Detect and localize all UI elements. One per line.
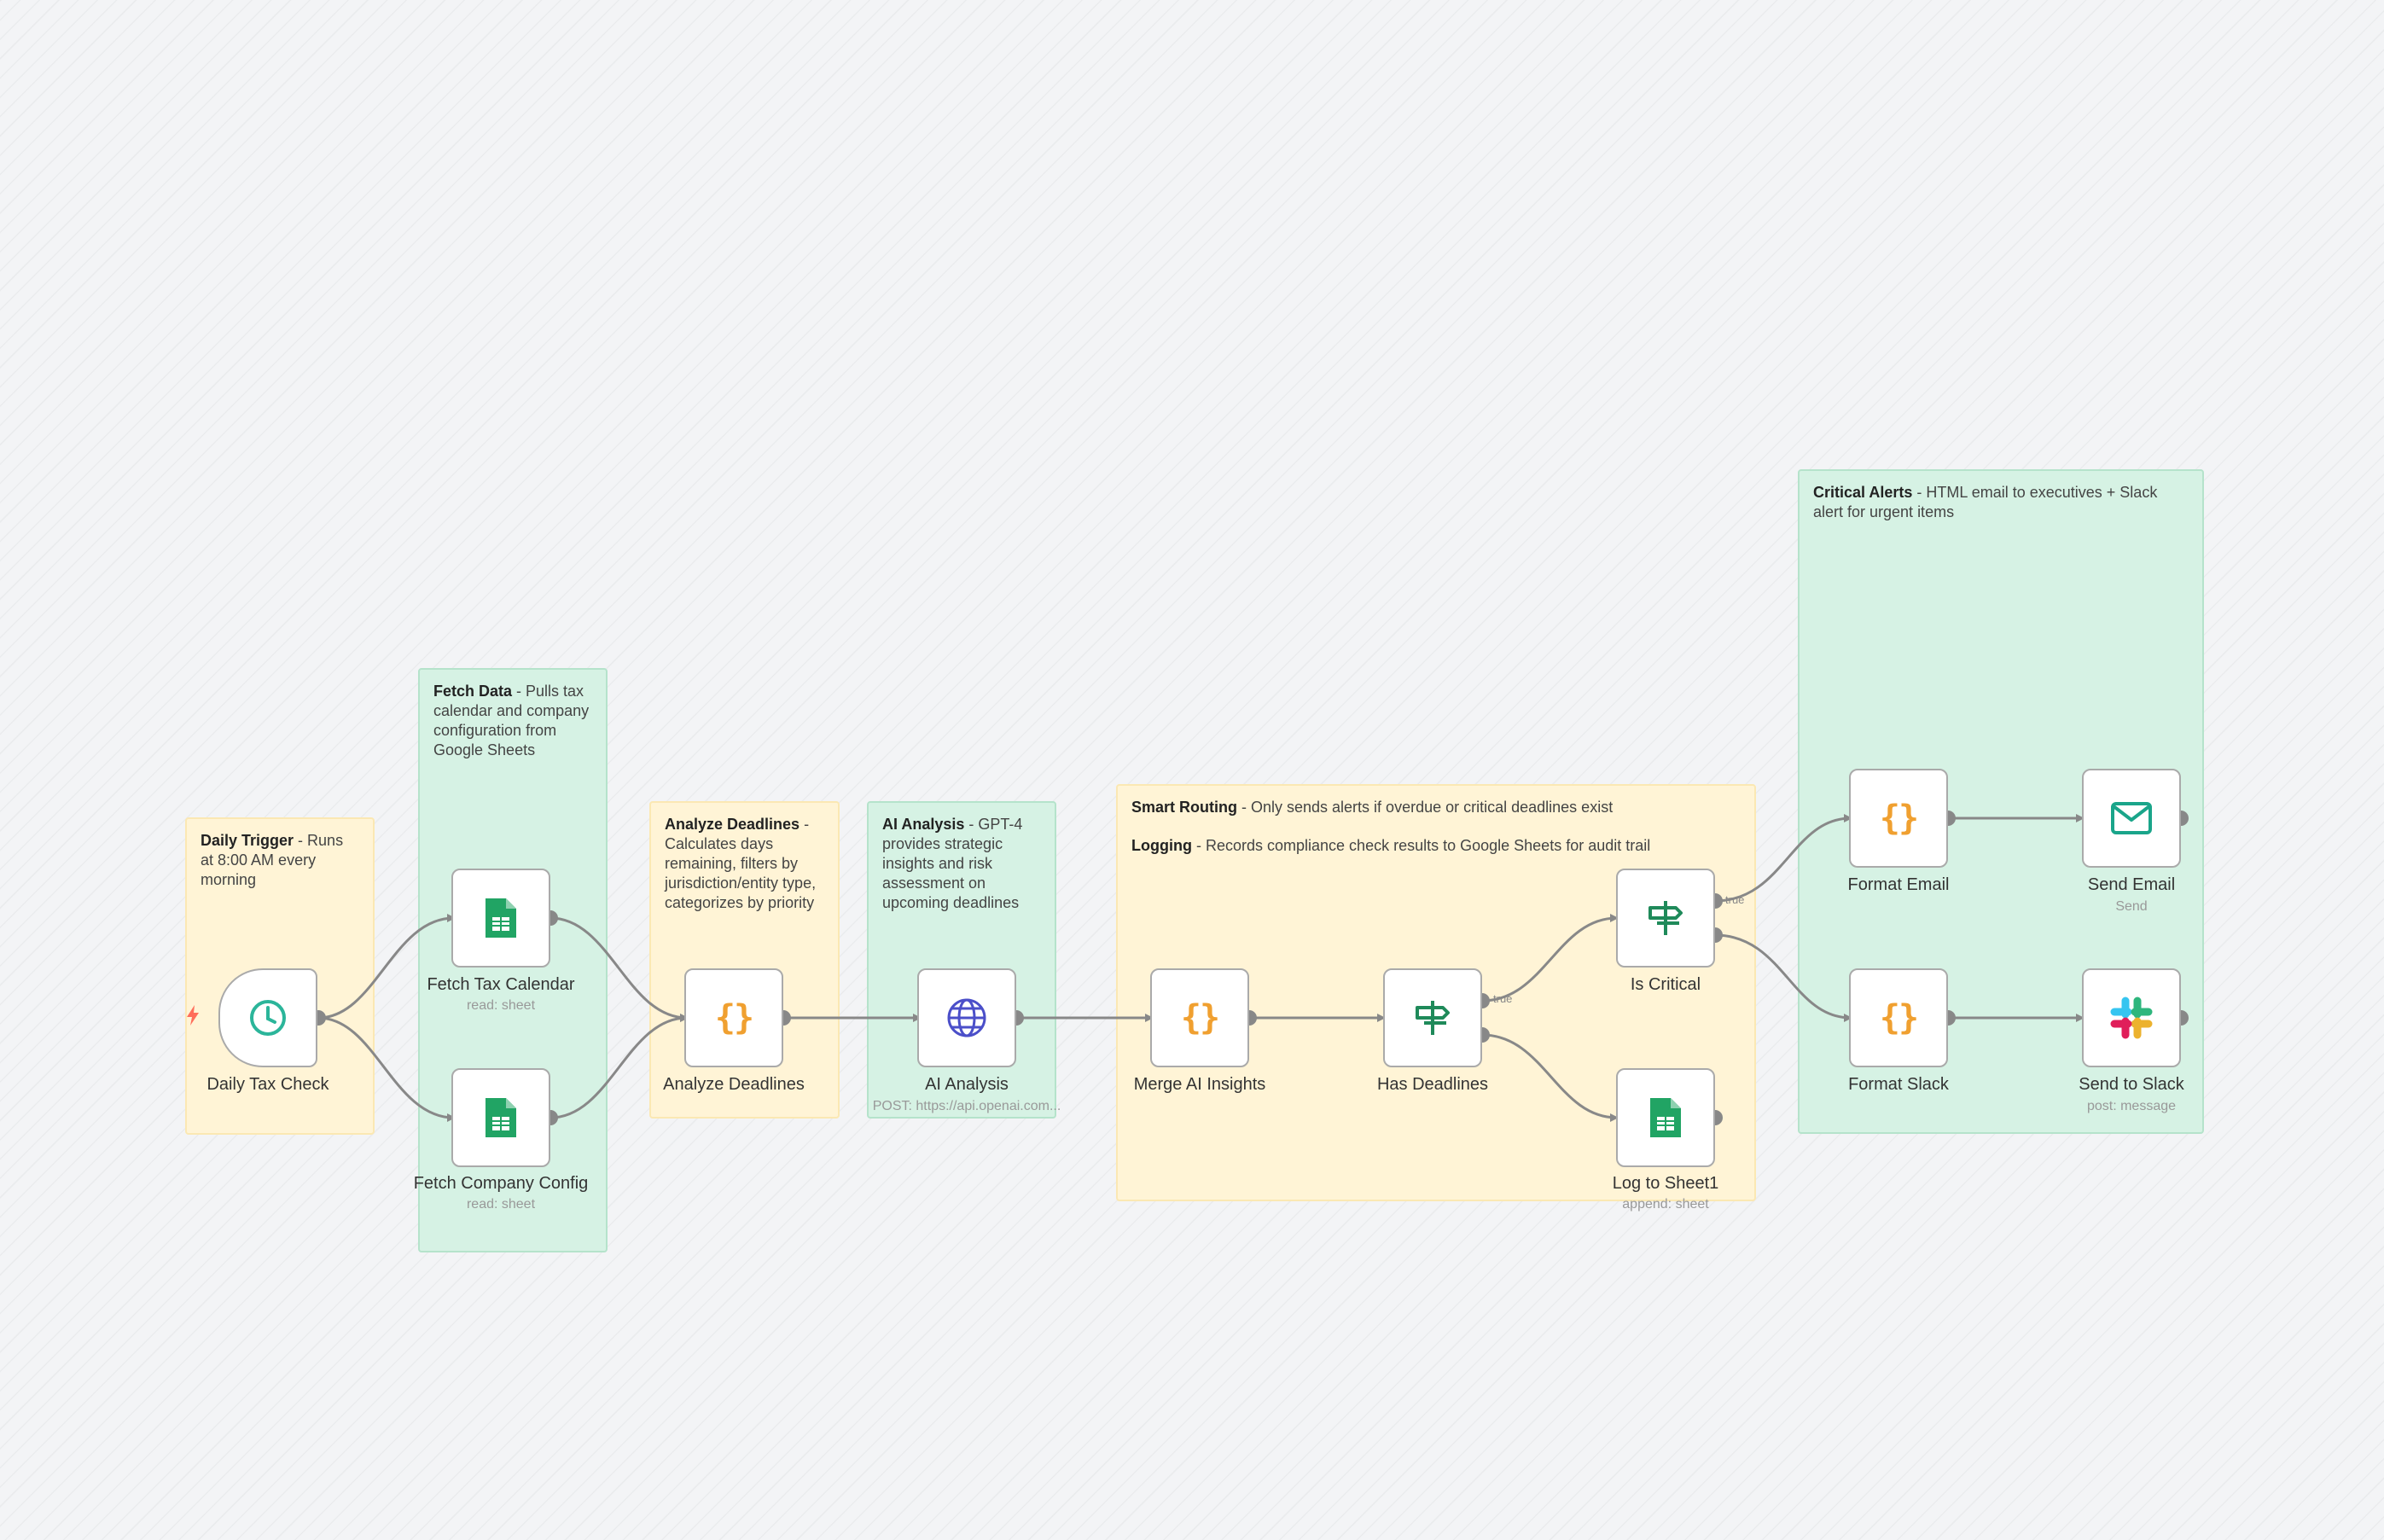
- signpost-icon: [1642, 894, 1689, 942]
- node-subtitle: append: sheet: [1622, 1197, 1709, 1212]
- node-label: AI Analysis: [925, 1075, 1009, 1094]
- port-label-true: true: [1725, 893, 1745, 906]
- node-subtitle: POST: https://api.openai.com...: [872, 1099, 1061, 1113]
- node-send-to-slack[interactable]: [2082, 968, 2181, 1067]
- node-subtitle: read: sheet: [466, 1197, 536, 1212]
- code-braces-icon: {}: [1879, 998, 1919, 1037]
- node-daily-tax-check[interactable]: [218, 968, 317, 1067]
- node-format-email[interactable]: {}: [1849, 769, 1948, 868]
- node-send-email[interactable]: [2082, 769, 2181, 868]
- sticky-ai-analysis[interactable]: AI Analysis - GPT-4 provides strategic i…: [867, 801, 1056, 1119]
- wire: [1714, 933, 1852, 1022]
- sticky-title: Critical Alerts: [1813, 484, 1913, 501]
- clock-icon: [244, 994, 292, 1042]
- sticky-title: Analyze Deadlines: [665, 816, 800, 833]
- sticky-text: - Calculates days remaining, filters by …: [665, 816, 817, 911]
- sticky-text: - Pulls tax calendar and company configu…: [433, 683, 590, 758]
- wire: [317, 1016, 456, 1122]
- code-braces-icon: {}: [714, 998, 754, 1037]
- wire: [549, 916, 689, 1022]
- google-sheets-icon: [477, 1094, 525, 1142]
- google-sheets-icon: [1642, 1094, 1689, 1142]
- sticky-title: Daily Trigger: [201, 832, 294, 849]
- node-label: Send to Slack: [2079, 1075, 2184, 1094]
- code-braces-icon: {}: [1879, 799, 1919, 838]
- node-log-to-sheet1[interactable]: [1616, 1068, 1715, 1167]
- wire: [1481, 1033, 1619, 1122]
- signpost-icon: [1409, 994, 1457, 1042]
- node-format-slack[interactable]: {}: [1849, 968, 1948, 1067]
- node-label: Is Critical: [1630, 975, 1701, 994]
- sticky-title: Smart Routing: [1131, 799, 1237, 816]
- trigger-bolt-icon: [187, 1005, 199, 1026]
- node-fetch-tax-calendar[interactable]: [451, 869, 550, 968]
- node-fetch-company-config[interactable]: [451, 1068, 550, 1167]
- wire: [317, 914, 456, 1020]
- sticky-text-logging: - Records compliance check results to Go…: [1191, 837, 1651, 854]
- node-has-deadlines[interactable]: [1383, 968, 1482, 1067]
- sticky-title: Fetch Data: [433, 683, 513, 700]
- globe-icon: [943, 994, 991, 1042]
- sticky-text: - GPT-4 provides strategic insights and …: [882, 816, 1023, 911]
- node-label: Merge AI Insights: [1133, 1075, 1266, 1094]
- google-sheets-icon: [477, 894, 525, 942]
- node-subtitle: Send: [2115, 899, 2148, 914]
- node-label: Fetch Tax Calendar: [427, 975, 575, 994]
- sticky-title-logging: Logging: [1131, 837, 1192, 854]
- node-subtitle: read: sheet: [466, 998, 536, 1013]
- sticky-text: - Only sends alerts if overdue or critic…: [1237, 799, 1614, 816]
- wire: [1714, 814, 1852, 903]
- wire: [549, 1014, 689, 1119]
- node-label: Fetch Company Config: [413, 1174, 589, 1193]
- node-label: Send Email: [2087, 875, 2176, 894]
- sticky-text: - Runs at 8:00 AM every morning: [201, 832, 344, 888]
- node-label: Format Slack: [1848, 1075, 1949, 1094]
- node-label: Analyze Deadlines: [663, 1075, 805, 1094]
- sticky-text: - HTML email to executives + Slack alert…: [1813, 484, 2158, 520]
- port-label-true: true: [1493, 992, 1513, 1005]
- node-ai-analysis[interactable]: [917, 968, 1016, 1067]
- slack-icon: [2108, 994, 2155, 1042]
- node-label: Daily Tax Check: [206, 1075, 329, 1094]
- node-analyze-deadlines[interactable]: {}: [684, 968, 783, 1067]
- envelope-icon: [2108, 794, 2155, 842]
- wire: [1481, 914, 1619, 1002]
- node-label: Format Email: [1847, 875, 1950, 894]
- node-label: Has Deadlines: [1376, 1075, 1489, 1094]
- node-is-critical[interactable]: [1616, 869, 1715, 968]
- node-merge-ai-insights[interactable]: {}: [1150, 968, 1249, 1067]
- node-label: Log to Sheet1: [1612, 1174, 1719, 1193]
- sticky-daily-trigger[interactable]: Daily Trigger - Runs at 8:00 AM every mo…: [185, 817, 375, 1135]
- code-braces-icon: {}: [1180, 998, 1220, 1037]
- sticky-title: AI Analysis: [882, 816, 965, 833]
- node-subtitle: post: message: [2086, 1099, 2177, 1113]
